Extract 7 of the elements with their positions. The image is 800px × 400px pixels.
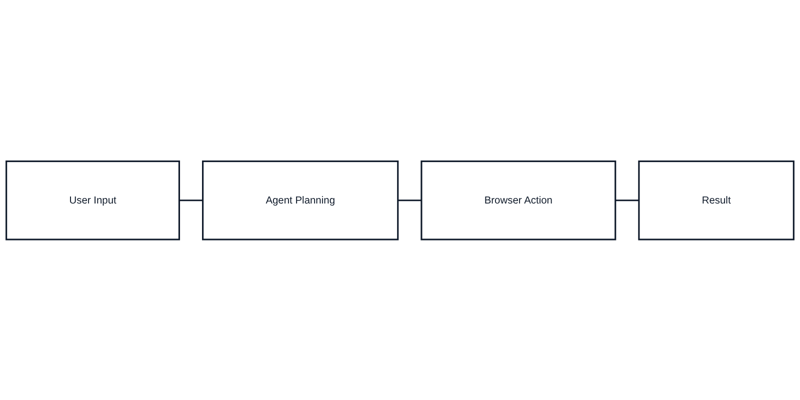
connector bbox=[615, 199, 639, 201]
node-box: Result bbox=[638, 160, 794, 240]
connector bbox=[398, 199, 422, 201]
connector bbox=[179, 199, 203, 201]
node-box: Browser Action bbox=[420, 160, 616, 240]
node-box: User Input bbox=[6, 160, 180, 240]
node-box: Agent Planning bbox=[202, 160, 399, 240]
